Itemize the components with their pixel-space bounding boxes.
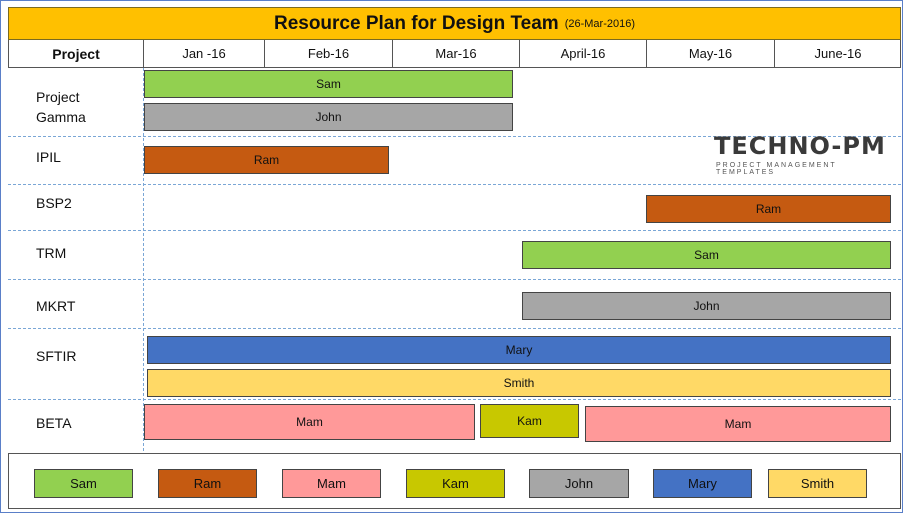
row-label-ipil: IPIL bbox=[36, 149, 61, 165]
grid-row-divider bbox=[8, 328, 901, 329]
row-label-sftir: SFTIR bbox=[36, 348, 77, 364]
title-bar: Resource Plan for Design Team (26-Mar-20… bbox=[8, 7, 901, 40]
grid-vertical-line bbox=[143, 68, 144, 451]
grid-row-divider bbox=[8, 279, 901, 280]
row-label-trm: TRM bbox=[36, 245, 67, 261]
header-month-apr: April-16 bbox=[520, 40, 647, 67]
gantt-bar-john[interactable]: John bbox=[522, 292, 891, 320]
legend-item-john: John bbox=[529, 469, 629, 498]
gantt-bar-kam[interactable]: Kam bbox=[480, 404, 579, 438]
header-project: Project bbox=[9, 40, 144, 67]
legend: Sam Ram Mam Kam John Mary Smith bbox=[8, 453, 901, 509]
row-label-project-gamma: Project Gamma bbox=[36, 87, 86, 127]
row-label-beta: BETA bbox=[36, 415, 72, 431]
header-month-may: May-16 bbox=[647, 40, 775, 67]
gantt-bar-smith[interactable]: Smith bbox=[147, 369, 891, 397]
header-month-jan: Jan -16 bbox=[144, 40, 265, 67]
legend-item-mary: Mary bbox=[653, 469, 752, 498]
row-label-line: Project bbox=[36, 89, 80, 105]
logo-tagline: PROJECT MANAGEMENT TEMPLATES bbox=[716, 162, 837, 176]
gantt-bar-mam[interactable]: Mam bbox=[585, 406, 891, 442]
techno-pm-logo: TECHNO-PM PROJECT MANAGEMENT TEMPLATES bbox=[714, 130, 894, 178]
row-label-bsp2: BSP2 bbox=[36, 195, 72, 211]
legend-item-ram: Ram bbox=[158, 469, 257, 498]
row-label-line: Gamma bbox=[36, 109, 86, 125]
gantt-bar-ram[interactable]: Ram bbox=[646, 195, 891, 223]
gantt-bar-mam[interactable]: Mam bbox=[144, 404, 475, 440]
header-row: Project Jan -16 Feb-16 Mar-16 April-16 M… bbox=[8, 40, 901, 68]
logo-wordmark: TECHNO-PM bbox=[714, 132, 886, 160]
page-title: Resource Plan for Design Team bbox=[273, 12, 559, 34]
gantt-bar-mary[interactable]: Mary bbox=[147, 336, 891, 364]
row-label-mkrt: MKRT bbox=[36, 298, 76, 314]
header-month-feb: Feb-16 bbox=[265, 40, 393, 67]
gantt-bar-sam[interactable]: Sam bbox=[144, 70, 513, 98]
legend-item-kam: Kam bbox=[406, 469, 505, 498]
grid-row-divider bbox=[8, 136, 901, 137]
header-month-mar: Mar-16 bbox=[393, 40, 520, 67]
gantt-bar-john[interactable]: John bbox=[144, 103, 513, 131]
grid-row-divider bbox=[8, 399, 901, 400]
grid-row-divider bbox=[8, 184, 901, 185]
title-date: (26-Mar-2016) bbox=[564, 17, 636, 30]
legend-item-smith: Smith bbox=[768, 469, 867, 498]
header-month-jun: June-16 bbox=[814, 46, 862, 61]
legend-item-sam: Sam bbox=[34, 469, 133, 498]
gantt-bar-ram[interactable]: Ram bbox=[144, 146, 389, 174]
gantt-grid: Project Gamma Sam John IPIL Ram TECHNO-P… bbox=[8, 68, 901, 451]
gantt-bar-sam[interactable]: Sam bbox=[522, 241, 891, 269]
grid-row-divider bbox=[8, 230, 901, 231]
legend-item-mam: Mam bbox=[282, 469, 381, 498]
